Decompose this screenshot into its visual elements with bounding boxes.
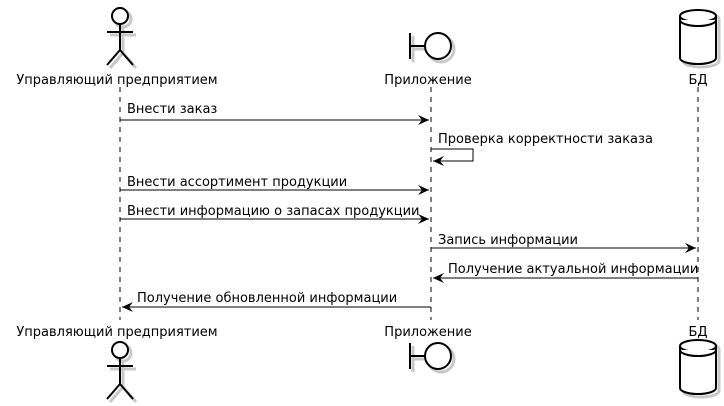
database-icon <box>679 9 721 69</box>
message-arrow <box>431 148 474 162</box>
message-label: Проверка корректности заказа <box>438 132 653 147</box>
participant-label-app-top: Приложение <box>384 73 471 88</box>
boundary-icon <box>409 342 456 374</box>
participant-label-manager-bottom: Управляющий предприятием <box>16 325 217 340</box>
arrow-head <box>418 185 429 195</box>
message-label: Получение обновленной информации <box>137 291 397 306</box>
message-label: Запись информации <box>438 233 578 248</box>
participant-label-manager-top: Управляющий предприятием <box>16 73 217 88</box>
participant-label-db-bottom: БД <box>688 325 707 340</box>
message-label: Внести ассортимент продукции <box>127 175 347 190</box>
boundary-icon <box>409 32 456 64</box>
arrow-head <box>433 273 444 283</box>
participant-label-db-top: БД <box>688 73 707 88</box>
actor-icon <box>106 7 138 69</box>
database-icon <box>679 339 721 399</box>
actor-icon <box>106 341 138 403</box>
message-label: Внести информацию о запасах продукции <box>127 204 420 219</box>
arrow-head <box>685 243 696 253</box>
arrow-head <box>418 115 429 125</box>
arrow-head <box>418 214 429 224</box>
participant-label-app-bottom: Приложение <box>384 325 471 340</box>
message-label: Получение актуальной информации <box>448 262 698 277</box>
arrow-head <box>433 156 444 166</box>
arrow-head <box>122 302 133 312</box>
message-label: Внести заказ <box>127 102 217 117</box>
